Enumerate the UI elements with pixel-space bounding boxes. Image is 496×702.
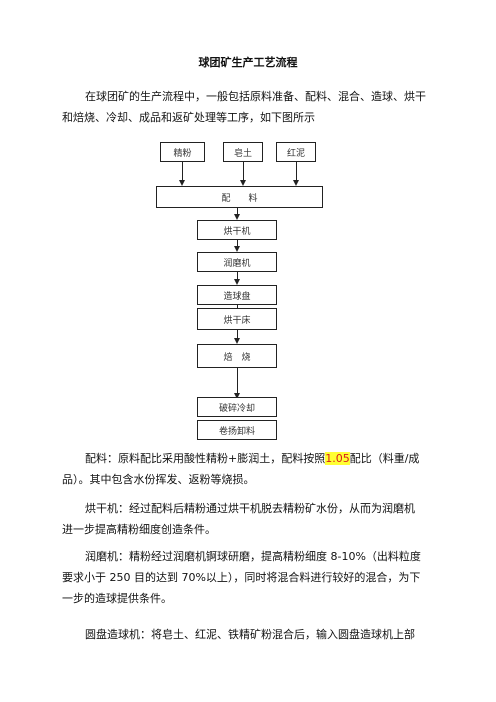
paragraph-disc-pelletizer: 圆盘造球机：将皂土、红泥、铁精矿粉混合后，输入圆盘造球机上部	[62, 624, 454, 645]
wet-mill-line-1: 润磨机：精粉经过润磨机锕球研磨，提高精粉细度 8-10%（出料粒度	[85, 550, 421, 563]
step-box-dryer: 烘干机	[197, 220, 277, 240]
arrow-down-icon	[179, 180, 185, 186]
arrow-down-icon	[234, 279, 240, 285]
paragraph-batching: 配料：原料配比采用酸性精粉+膨润土，配料按照1.05配比（料重/成品）。其中包含…	[62, 448, 454, 490]
arrow-down-icon	[293, 180, 299, 186]
batching-line-2: 品）。其中包含水份挥发、返粉等烧损。	[62, 473, 255, 486]
connector-line	[237, 240, 238, 246]
intro-paragraph: 在球团矿的生产流程中，一般包括原料准备、配料、混合、造球、烘干和焙烧、冷却、成品…	[62, 86, 454, 128]
step-box-wet-mill: 润磨机	[197, 252, 277, 272]
disc-pelletizer-line-1: 圆盘造球机：将皂土、红泥、铁精矿粉混合后，输入圆盘造球机上部	[85, 628, 415, 641]
connector-line	[237, 272, 238, 279]
dryer-line-2: 进一步提高精粉细度创造条件。	[62, 523, 216, 536]
step-box-hoist-unloading: 卷扬卸料	[197, 420, 277, 440]
arrow-down-icon	[234, 338, 240, 344]
connector-line	[296, 162, 297, 180]
connector-line	[182, 162, 183, 180]
step-box-roasting: 焙 烧	[197, 344, 277, 368]
arrow-down-icon	[234, 246, 240, 252]
arrow-down-icon	[234, 214, 240, 220]
connector-line	[237, 305, 238, 308]
paragraph-wet-mill: 润磨机：精粉经过润磨机锕球研磨，提高精粉细度 8-10%（出料粒度要求小于 25…	[62, 546, 454, 609]
wet-mill-line-2: 要求小于 250 目的达到 70%以上），同时将混合料进行较好的混合，为下	[62, 571, 421, 584]
batching-text: 配料：原料配比采用酸性精粉+膨润土，配料按照	[85, 452, 326, 465]
input-box-red-mud: 红泥	[276, 142, 316, 162]
connector-line	[237, 208, 238, 214]
document-title: 球团矿生产工艺流程	[198, 56, 298, 69]
connector-line	[237, 330, 238, 338]
arrow-down-icon	[234, 393, 240, 399]
paragraph-dryer: 烘干机：经过配料后精粉通过烘干机脱去精粉矿水份，从而为润磨机进一步提高精粉细度创…	[62, 498, 454, 540]
step-box-pelletizing-disc: 造球盘	[197, 285, 277, 305]
wet-mill-line-3: 一步的造球提供条件。	[62, 592, 172, 605]
intro-line-2: 和焙烧、冷却、成品和返矿处理等工序，如下图所示	[62, 111, 315, 124]
mixing-box: 配 料	[156, 186, 323, 208]
batching-text-cont: 配比（料重/成	[349, 452, 420, 465]
input-box-bentonite: 皂土	[223, 142, 263, 162]
step-box-crushing-cooling: 破碎冷却	[197, 397, 277, 417]
dryer-line-1: 烘干机：经过配料后精粉通过烘干机脱去精粉矿水份，从而为润磨机	[85, 502, 415, 515]
step-box-drying-bed: 烘干床	[197, 308, 277, 330]
input-box-concentrate: 精粉	[160, 142, 205, 162]
intro-line-1: 在球团矿的生产流程中，一般包括原料准备、配料、混合、造球、烘干	[85, 90, 426, 103]
ratio-highlight: 1.05	[325, 452, 350, 465]
connector-line	[243, 162, 244, 180]
arrow-down-icon	[240, 180, 246, 186]
connector-line	[237, 368, 238, 393]
